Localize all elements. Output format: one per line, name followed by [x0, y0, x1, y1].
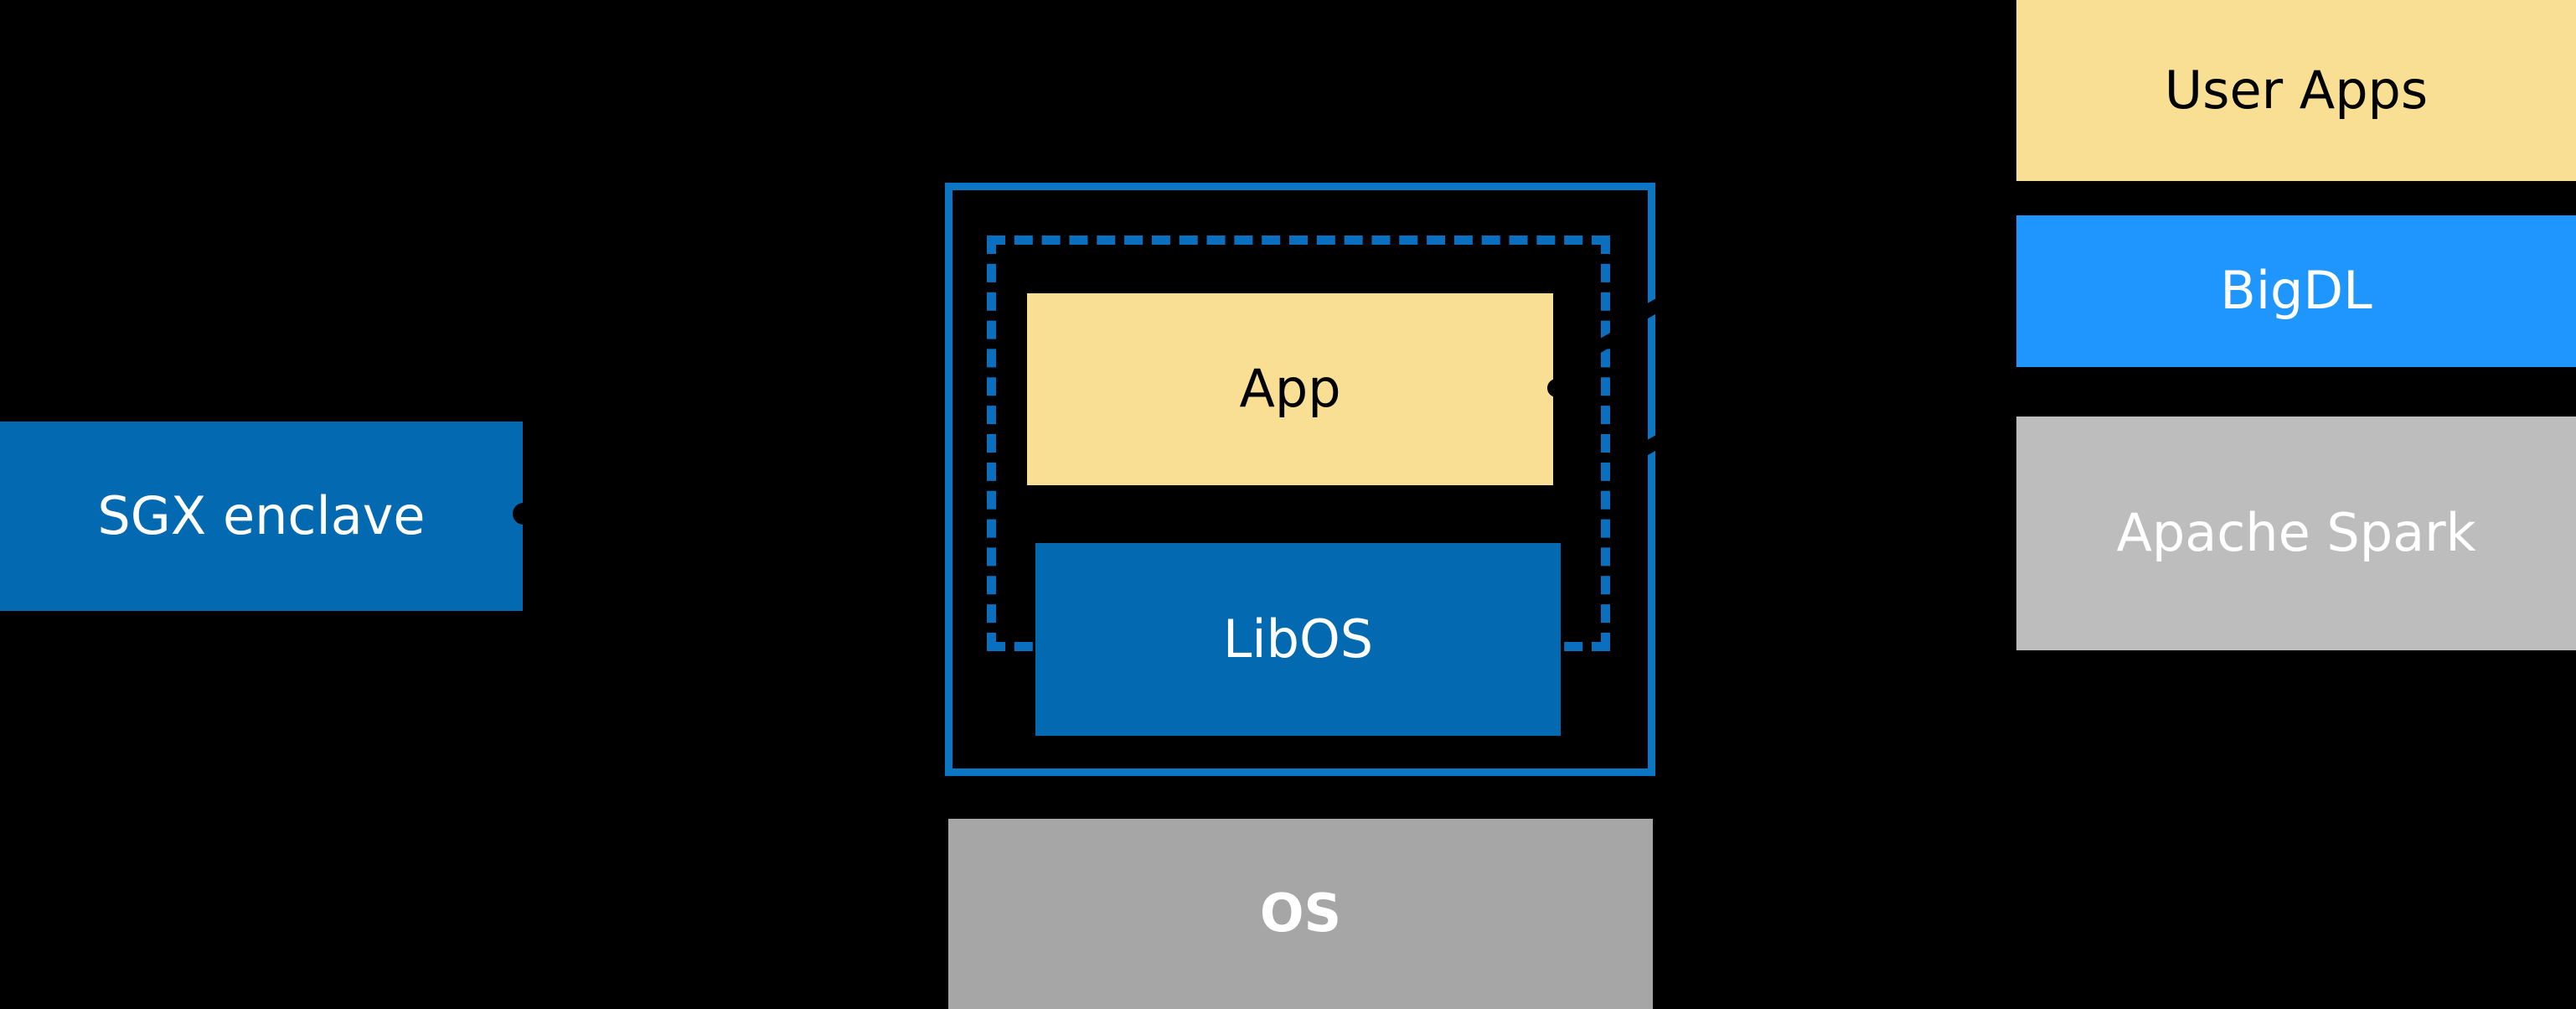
app-label: App: [1239, 358, 1341, 420]
sgx-enclave-box: SGX enclave: [0, 422, 523, 611]
sgx-enclave-label: SGX enclave: [97, 484, 426, 546]
os-box: OS: [948, 819, 1653, 1009]
enclave-container-border: [945, 183, 1655, 776]
libos-label: LibOS: [1222, 608, 1374, 670]
bigdl-label: BigDL: [2220, 260, 2372, 322]
bigdl-box: BigDL: [2016, 215, 2576, 367]
user-apps-box: User Apps: [2016, 0, 2576, 181]
sgx-enclave-connector-notch: [513, 503, 534, 525]
app-box: App: [1027, 293, 1553, 485]
os-label: OS: [1259, 882, 1342, 944]
apache-spark-label: Apache Spark: [2116, 502, 2476, 564]
apache-spark-box: Apache Spark: [2016, 417, 2576, 650]
user-apps-label: User Apps: [2164, 59, 2429, 121]
libos-box: LibOS: [1035, 543, 1561, 736]
app-connector-notch: [1547, 379, 1566, 397]
